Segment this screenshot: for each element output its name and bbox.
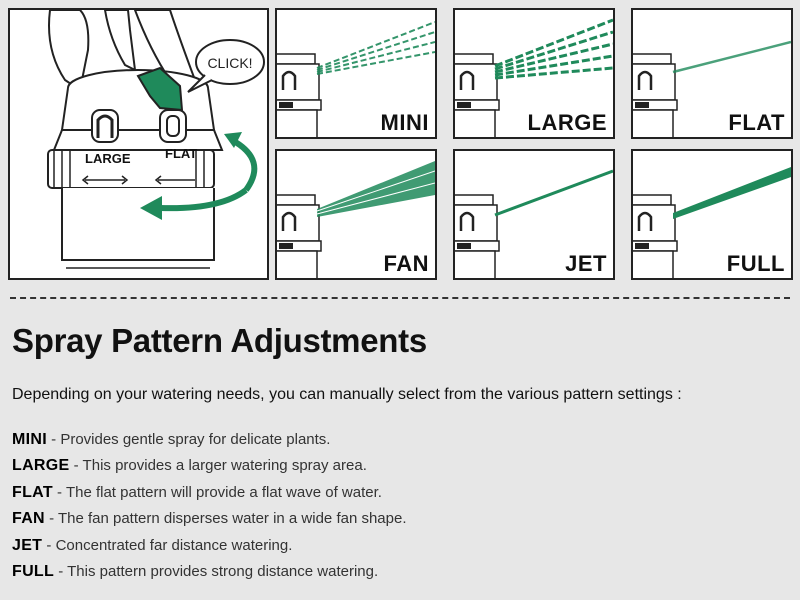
dial-label-right: FLAT (165, 146, 197, 161)
item-term: FULL (12, 562, 55, 580)
pattern-label: FULL (726, 251, 785, 276)
nozzle-spray-drawing (277, 161, 435, 278)
pattern-label: MINI (380, 110, 429, 135)
list-item: FLAT - The flat pattern will provide a f… (12, 484, 407, 510)
pattern-label: LARGE (527, 110, 607, 135)
pattern-label: FLAT (728, 110, 785, 135)
click-callout: CLICK! (207, 55, 252, 71)
pattern-label: JET (565, 251, 607, 276)
nozzle-spray-drawing (277, 21, 435, 137)
item-desc: - This provides a larger watering spray … (69, 457, 367, 475)
item-desc: - The flat pattern will provide a flat w… (52, 483, 382, 501)
page-title: Spray Pattern Adjustments (12, 322, 427, 359)
nozzle-spray-drawing (455, 18, 613, 137)
pattern-list: MINI - Provides gentle spray for delicat… (12, 431, 407, 589)
item-desc: - The fan pattern disperses water in a w… (44, 510, 407, 528)
list-item: JET - Concentrated far distance watering… (12, 537, 407, 563)
pattern-panel-full: FULL (631, 149, 793, 280)
pattern-panel-mini: MINI (275, 8, 437, 139)
list-item: MINI - Provides gentle spray for delicat… (12, 431, 407, 457)
list-item: FULL - This pattern provides strong dist… (12, 563, 407, 589)
item-term: LARGE (12, 457, 70, 475)
item-desc: - Provides gentle spray for delicate pla… (46, 431, 331, 448)
nozzle-spray-drawing (633, 40, 791, 137)
intro-text: Depending on your watering needs, you ca… (12, 386, 682, 403)
list-item: LARGE - This provides a larger watering … (12, 457, 407, 483)
pattern-label: FAN (383, 251, 429, 276)
item-term: JET (12, 536, 43, 554)
item-desc: - Concentrated far distance watering. (42, 536, 293, 554)
item-desc: - This pattern provides strong distance … (54, 562, 379, 580)
nozzle-illustration: CLICK! LARGE FLAT (8, 8, 269, 280)
nozzle-spray-drawing (455, 169, 613, 278)
dial-label-left: LARGE (85, 151, 131, 166)
hose-nozzle-drawing: CLICK! LARGE FLAT (47, 10, 265, 269)
pattern-panel-fan: FAN (275, 149, 437, 280)
pattern-panel-jet: JET (453, 149, 615, 280)
item-term: FLAT (12, 483, 53, 501)
pattern-panel-large: LARGE (453, 8, 615, 139)
list-item: FAN - The fan pattern disperses water in… (12, 510, 407, 536)
pattern-panel-flat: FLAT (631, 8, 793, 139)
item-term: MINI (12, 431, 47, 448)
item-term: FAN (12, 510, 45, 528)
nozzle-spray-drawing (633, 167, 791, 278)
section-divider (10, 297, 790, 299)
